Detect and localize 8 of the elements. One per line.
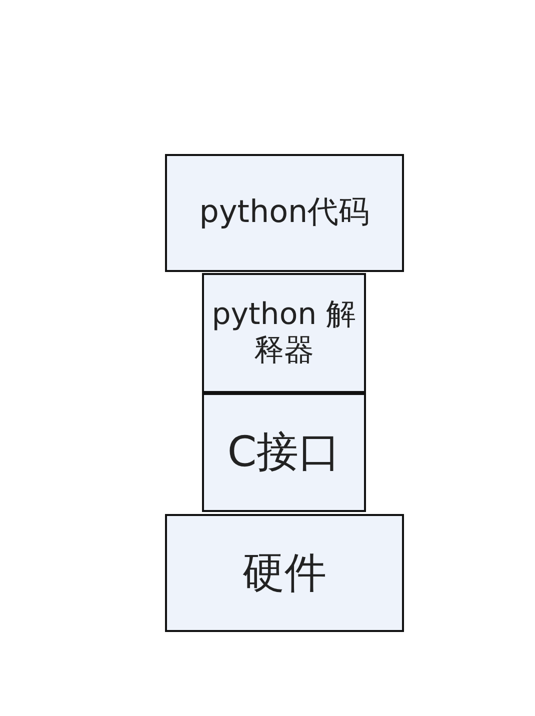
process-box	[165, 154, 404, 272]
box-label: python 解释器	[210, 297, 358, 369]
process-box	[165, 514, 404, 632]
box-label: C接口	[227, 427, 341, 478]
process-box	[202, 273, 366, 393]
box-label: 硬件	[242, 548, 326, 598]
box-label: python代码	[199, 194, 370, 232]
process-box	[202, 393, 366, 512]
